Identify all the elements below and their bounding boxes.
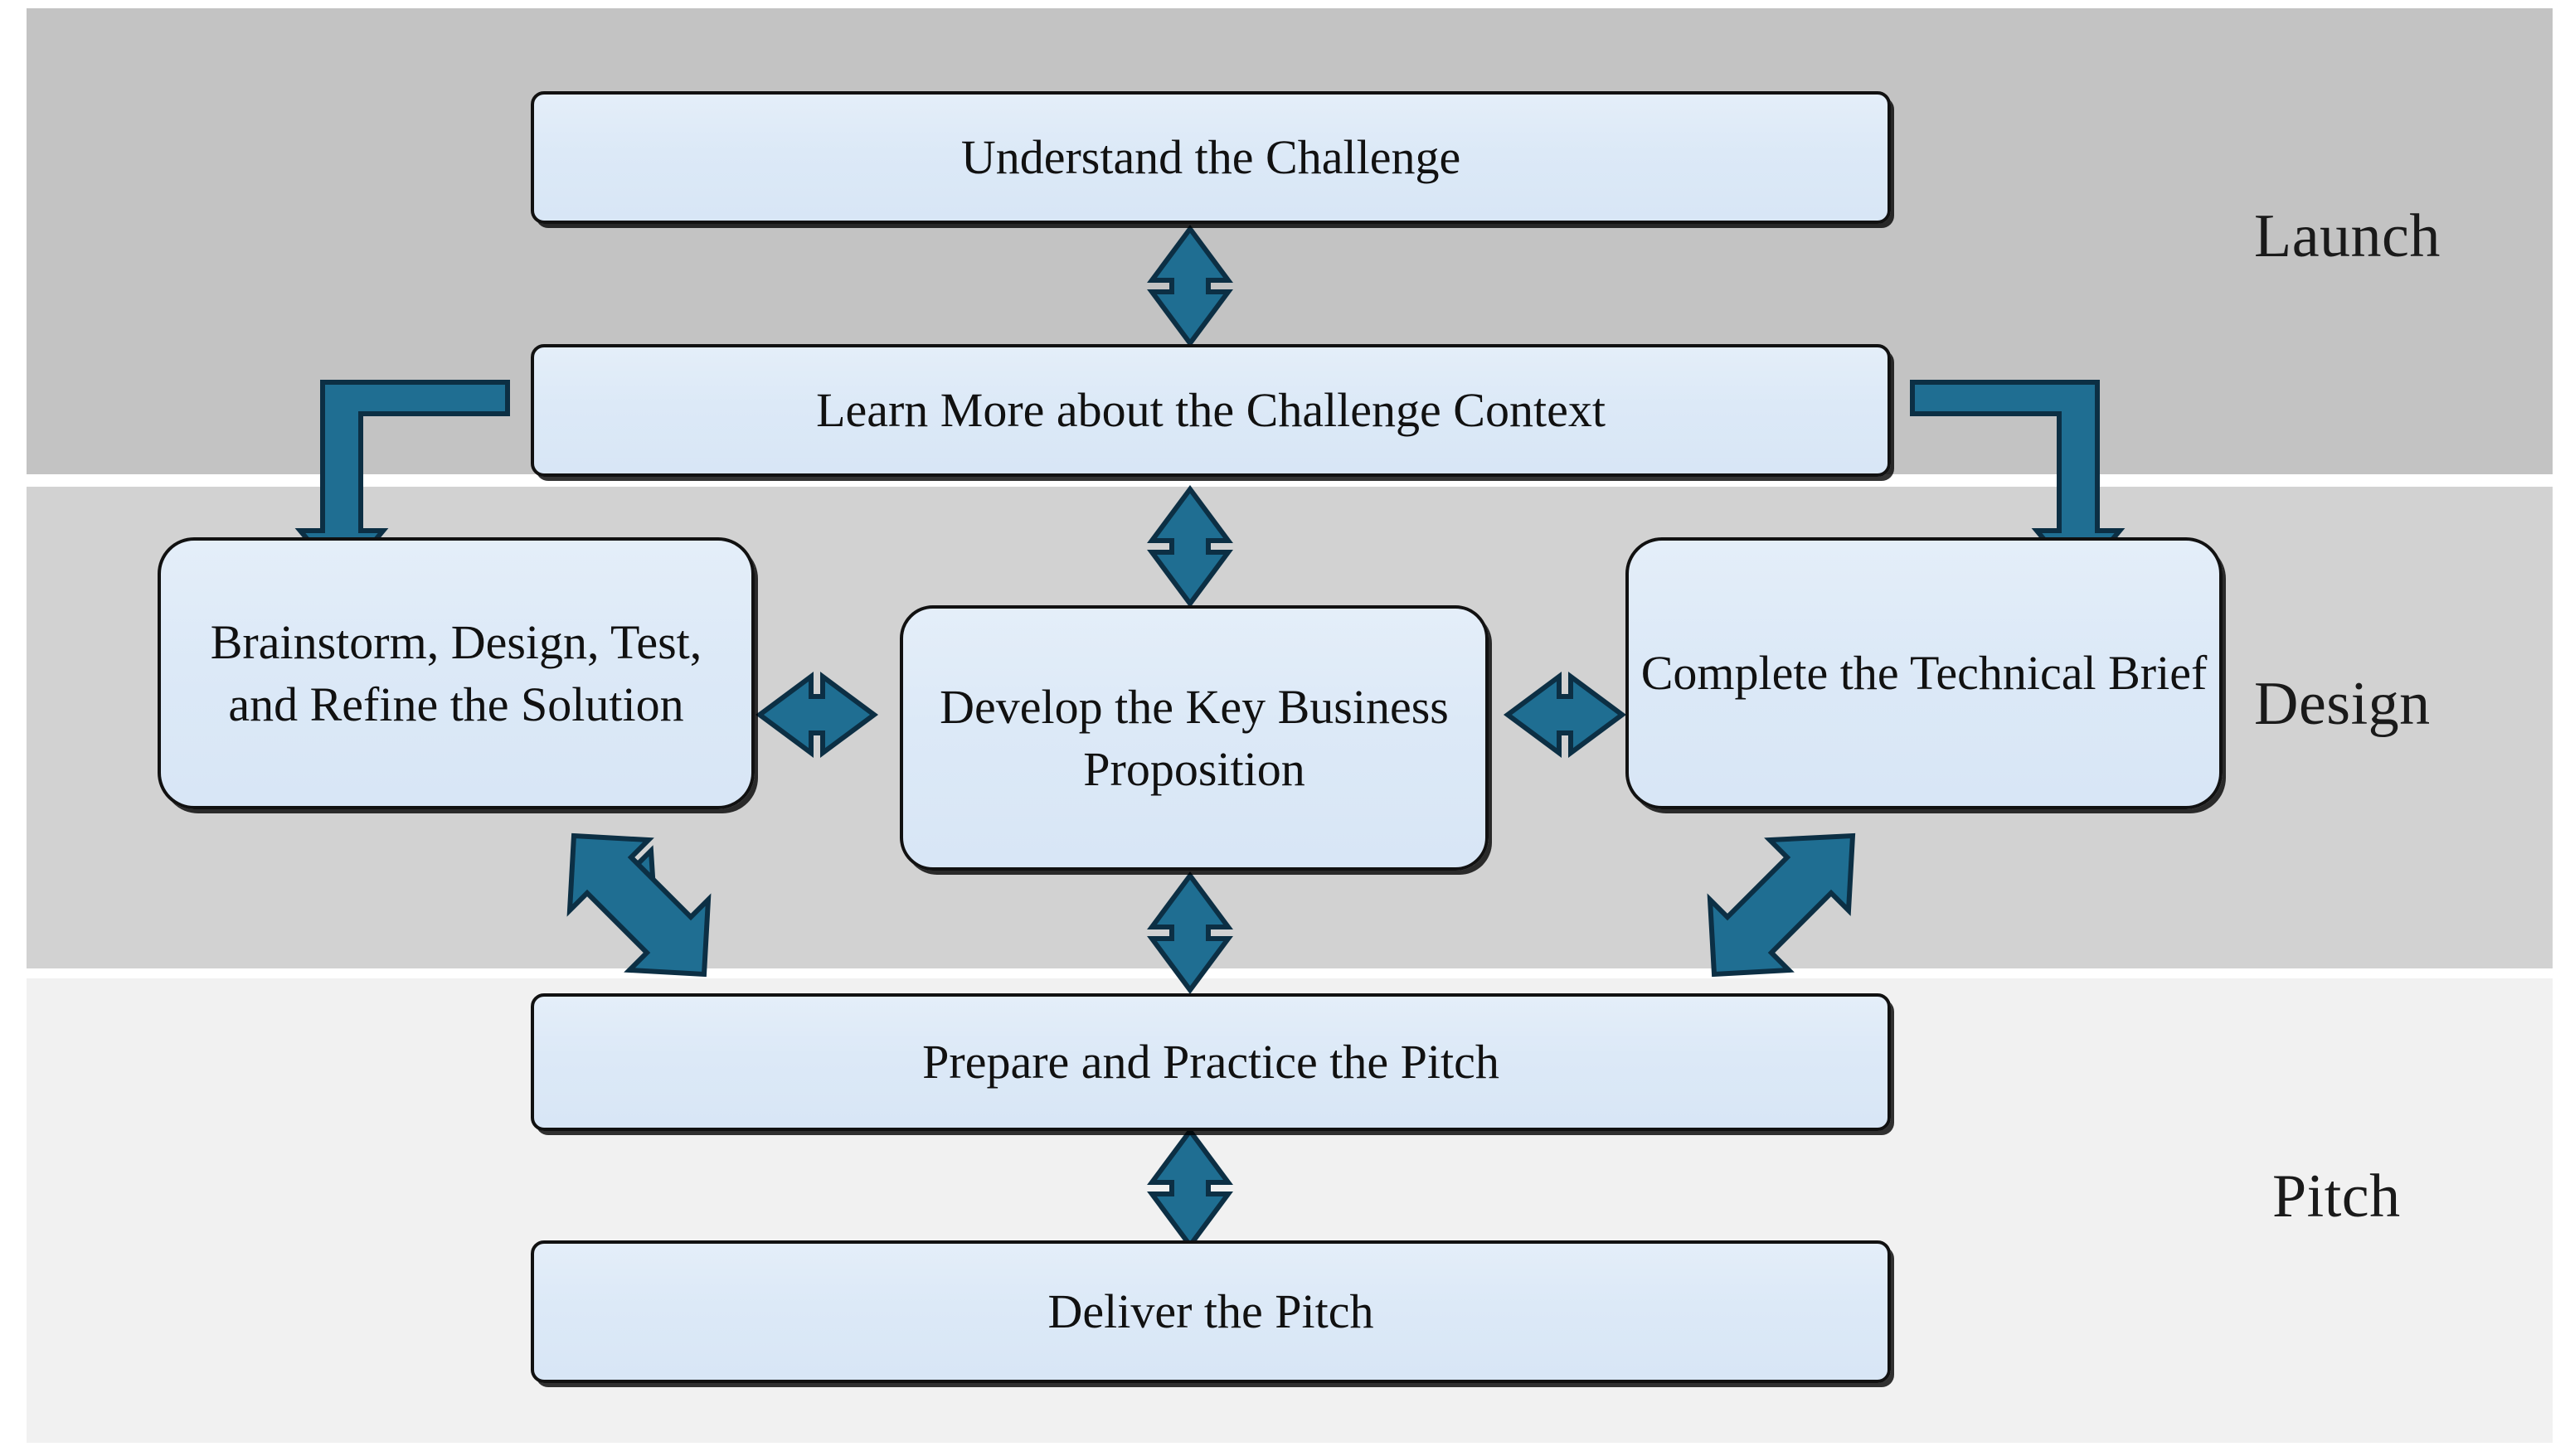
node-learn-more-context[interactable]: Learn More about the Challenge Context xyxy=(531,344,1891,477)
swimlane-label-design: Design xyxy=(2254,670,2431,738)
node-understand-challenge[interactable]: Understand the Challenge xyxy=(531,91,1891,224)
node-prepare-practice-pitch[interactable]: Prepare and Practice the Pitch xyxy=(531,993,1891,1131)
node-complete-technical-brief[interactable]: Complete the Technical Brief xyxy=(1625,537,2223,809)
node-deliver-pitch[interactable]: Deliver the Pitch xyxy=(531,1240,1891,1383)
node-develop-key-business-proposition[interactable]: Develop the Key Business Proposition xyxy=(900,605,1489,871)
swimlane-label-launch: Launch xyxy=(2254,202,2441,270)
node-brainstorm-refine[interactable]: Brainstorm, Design, Test, and Refine the… xyxy=(158,537,755,809)
swimlane-label-pitch: Pitch xyxy=(2272,1162,2401,1230)
